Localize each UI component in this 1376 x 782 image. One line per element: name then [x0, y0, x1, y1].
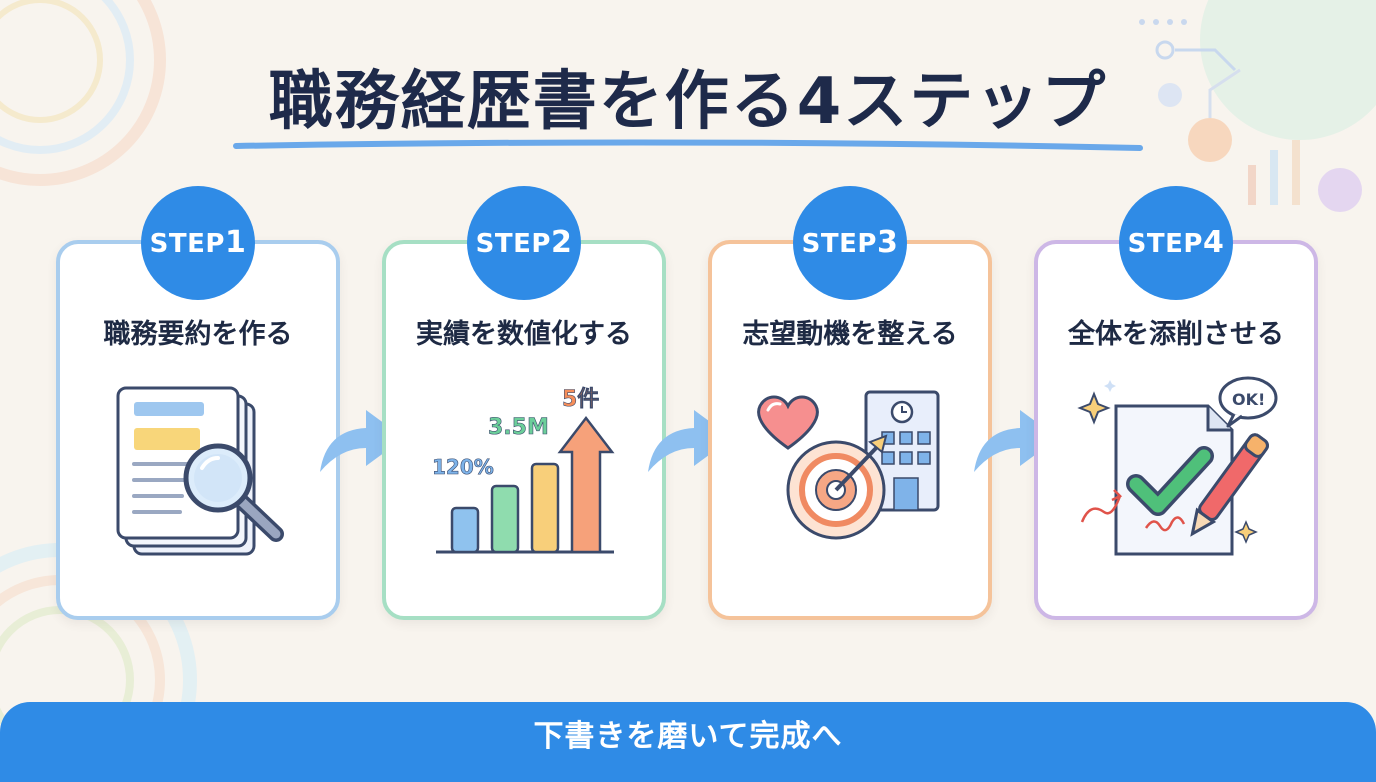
- chart-label-2: 3.5M: [488, 415, 549, 440]
- step-card-3: [708, 240, 992, 620]
- step-badge-4: STEP4: [1119, 186, 1233, 300]
- step-card-2: [382, 240, 666, 620]
- step-badge-3: STEP3: [793, 186, 907, 300]
- title-underline: [233, 139, 1143, 151]
- page-title: 職務経歴書を作る4ステップ: [268, 65, 1108, 139]
- heart-target-building-icon: [757, 390, 940, 540]
- step-badge-1: STEP1: [141, 186, 255, 300]
- step-title-4: 全体を添削させる: [1068, 319, 1284, 350]
- checked-document-pen-icon: OK!: [1077, 376, 1278, 556]
- chart-label-1: 120%: [432, 455, 494, 479]
- step-title-1: 職務要約を作る: [103, 319, 293, 350]
- chart-label-3: 5件: [562, 387, 599, 412]
- speech-bubble-text: OK!: [1232, 390, 1265, 409]
- document-search-icon: [116, 386, 284, 556]
- step-badge-2: STEP2: [467, 186, 581, 300]
- step-title-2: 実績を数値化する: [416, 319, 632, 350]
- growth-chart-icon: 120% 3.5M 5件: [432, 387, 615, 554]
- step-title-3: 志望動機を整える: [742, 319, 958, 350]
- bottom-banner: 下書きを磨いて完成へ: [0, 702, 1376, 782]
